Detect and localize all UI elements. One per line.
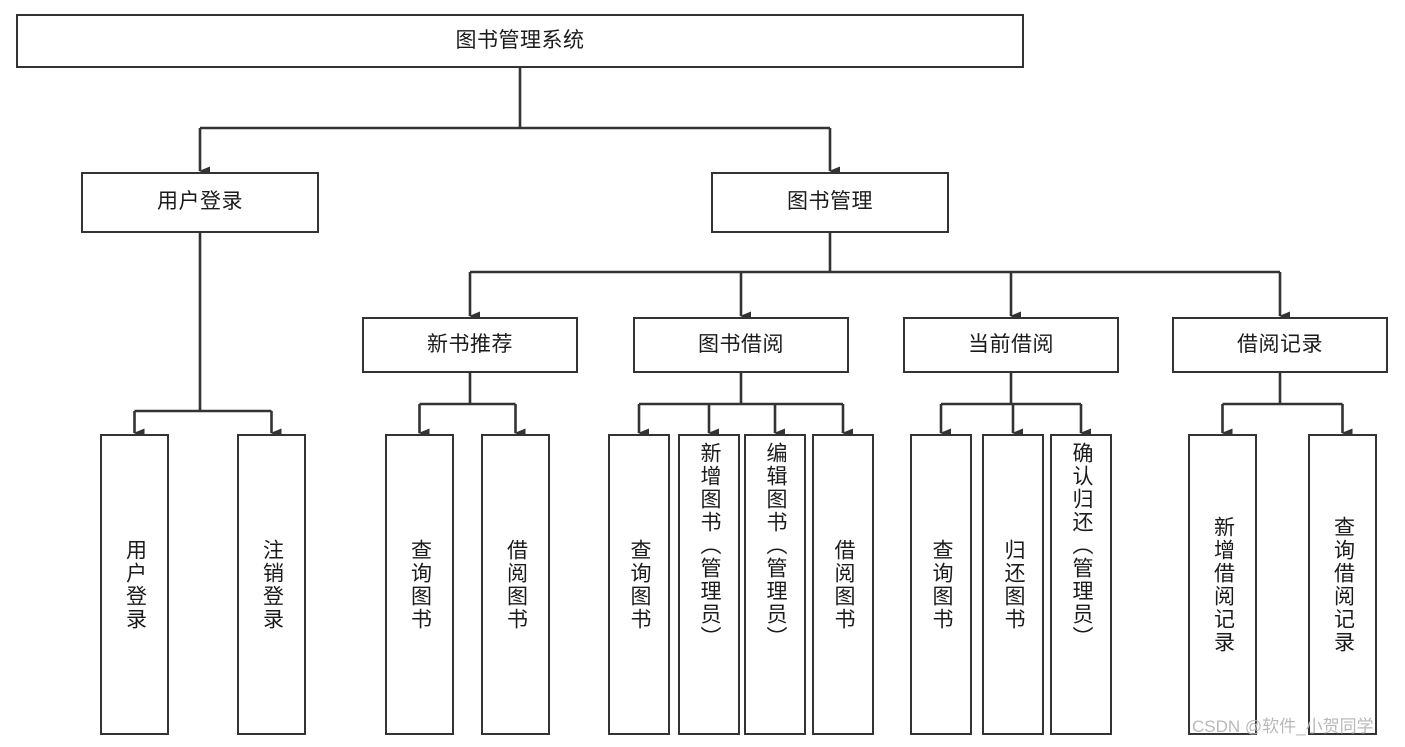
node-leaf-add-record[interactable]: 新增借阅记录	[1188, 434, 1257, 735]
node-book-borrow[interactable]: 图书借阅	[633, 317, 849, 373]
node-book-manage[interactable]: 图书管理	[711, 172, 949, 233]
node-leaf-borrow-book-2[interactable]: 借阅图书	[812, 434, 874, 735]
node-leaf-user-login[interactable]: 用户登录	[100, 434, 169, 735]
node-label: 新增借阅记录	[1211, 515, 1235, 654]
node-label: 新增图书（管理员）	[698, 442, 722, 649]
node-current-borrow[interactable]: 当前借阅	[903, 317, 1119, 373]
node-label: 查询图书	[930, 538, 954, 631]
node-label: 借阅图书	[504, 538, 528, 631]
node-label: 确认归还（管理员）	[1070, 442, 1094, 649]
node-label: 查询图书	[628, 538, 652, 631]
node-label: 用户登录	[123, 538, 147, 631]
node-leaf-query-book-1[interactable]: 查询图书	[385, 434, 454, 735]
node-label: 用户登录	[157, 190, 243, 214]
node-leaf-confirm-return[interactable]: 确认归还（管理员）	[1050, 434, 1112, 735]
node-borrow-record[interactable]: 借阅记录	[1172, 317, 1388, 373]
node-leaf-query-book-3[interactable]: 查询图书	[910, 434, 972, 735]
node-label: 编辑图书（管理员）	[764, 442, 788, 649]
node-label: 归还图书	[1002, 538, 1026, 631]
node-label: 注销登录	[260, 538, 284, 631]
node-label: 查询图书	[408, 538, 432, 631]
node-label: 图书借阅	[698, 332, 784, 356]
node-root[interactable]: 图书管理系统	[16, 14, 1024, 68]
node-leaf-return-book[interactable]: 归还图书	[982, 434, 1044, 735]
watermark: CSDN @软件_小贺同学	[1192, 717, 1374, 736]
node-leaf-borrow-book-1[interactable]: 借阅图书	[481, 434, 550, 735]
node-label: 当前借阅	[968, 332, 1054, 356]
node-leaf-add-book[interactable]: 新增图书（管理员）	[678, 434, 740, 735]
node-leaf-user-logout[interactable]: 注销登录	[237, 434, 306, 735]
node-leaf-edit-book[interactable]: 编辑图书（管理员）	[744, 434, 806, 735]
node-new-book-rec[interactable]: 新书推荐	[362, 317, 578, 373]
node-user-login[interactable]: 用户登录	[81, 172, 319, 233]
node-label: 借阅图书	[832, 538, 856, 631]
node-label: 图书管理	[787, 190, 873, 214]
node-leaf-query-book-2[interactable]: 查询图书	[608, 434, 670, 735]
node-leaf-query-record[interactable]: 查询借阅记录	[1308, 434, 1377, 735]
node-label: 图书管理系统	[455, 28, 585, 52]
edge-layer	[133, 68, 1353, 438]
node-label: 借阅记录	[1237, 332, 1323, 356]
node-label: 新书推荐	[427, 332, 513, 356]
node-label: 查询借阅记录	[1331, 515, 1355, 654]
